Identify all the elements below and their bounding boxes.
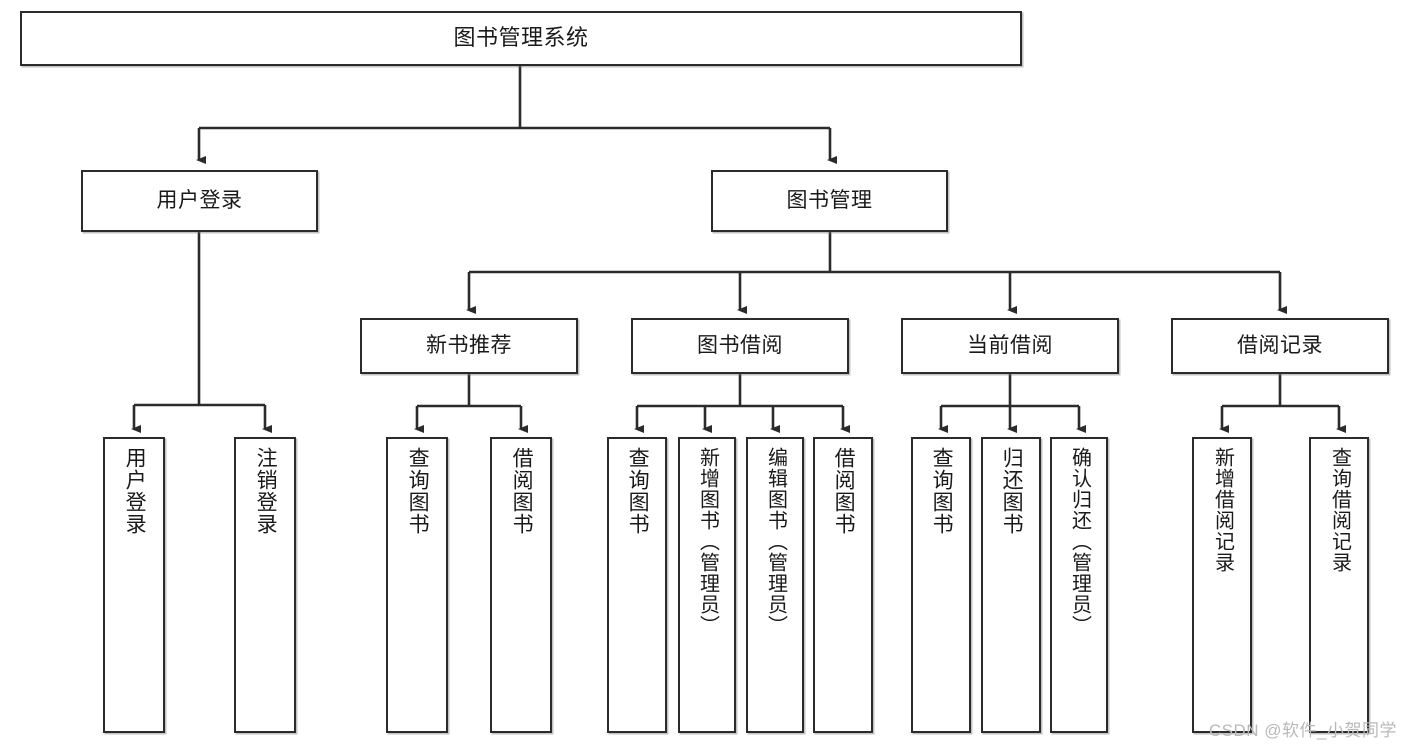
node-label: 用户登录 (123, 447, 147, 535)
node-label: 编辑图书（管理员） (764, 447, 787, 636)
leaf-recommend-borrow-book[interactable]: 借阅图书 (490, 437, 552, 733)
node-borrow-record[interactable]: 借阅记录 (1171, 318, 1389, 374)
leaf-borrow-borrow-book[interactable]: 借阅图书 (813, 437, 873, 733)
leaf-current-query-book[interactable]: 查询图书 (911, 437, 971, 733)
node-book-management[interactable]: 图书管理 (711, 170, 948, 232)
node-label: 查询图书 (406, 447, 430, 535)
node-label: 新增借阅记录 (1211, 447, 1234, 573)
node-label: 查询借阅记录 (1328, 447, 1351, 573)
leaf-current-confirm-return-admin[interactable]: 确认归还（管理员） (1050, 437, 1108, 733)
node-new-book-recommend[interactable]: 新书推荐 (360, 318, 578, 374)
leaf-borrow-edit-book-admin[interactable]: 编辑图书（管理员） (746, 437, 804, 733)
node-root-system[interactable]: 图书管理系统 (20, 11, 1022, 66)
node-label: 查询图书 (626, 447, 650, 535)
leaf-borrow-query-book[interactable]: 查询图书 (607, 437, 667, 733)
leaf-record-add-record[interactable]: 新增借阅记录 (1192, 437, 1252, 733)
leaf-record-query-record[interactable]: 查询借阅记录 (1309, 437, 1369, 733)
node-label: 新增图书（管理员） (696, 447, 719, 636)
leaf-current-return-book[interactable]: 归还图书 (981, 437, 1041, 733)
node-book-borrow[interactable]: 图书借阅 (631, 318, 849, 374)
node-label: 归还图书 (1000, 447, 1024, 535)
node-label: 注销登录 (254, 447, 278, 535)
leaf-user-login-logout[interactable]: 注销登录 (234, 437, 296, 733)
node-user-login[interactable]: 用户登录 (81, 170, 318, 232)
node-label: 借阅记录 (1237, 334, 1323, 358)
node-label: 查询图书 (930, 447, 954, 535)
node-label: 当前借阅 (967, 334, 1053, 358)
node-current-borrow[interactable]: 当前借阅 (901, 318, 1119, 374)
node-label: 用户登录 (156, 189, 243, 213)
leaf-user-login-login[interactable]: 用户登录 (103, 437, 165, 733)
node-label: 借阅图书 (832, 447, 856, 535)
node-label: 图书管理系统 (453, 25, 589, 51)
node-label: 图书管理 (786, 189, 873, 213)
node-label: 借阅图书 (510, 447, 534, 535)
leaf-borrow-add-book-admin[interactable]: 新增图书（管理员） (678, 437, 736, 733)
leaf-recommend-query-book[interactable]: 查询图书 (386, 437, 448, 733)
watermark-text: CSDN @软件_小贺同学 (1208, 721, 1397, 740)
node-label: 图书借阅 (697, 334, 783, 358)
node-label: 确认归还（管理员） (1068, 447, 1091, 636)
node-label: 新书推荐 (426, 334, 512, 358)
